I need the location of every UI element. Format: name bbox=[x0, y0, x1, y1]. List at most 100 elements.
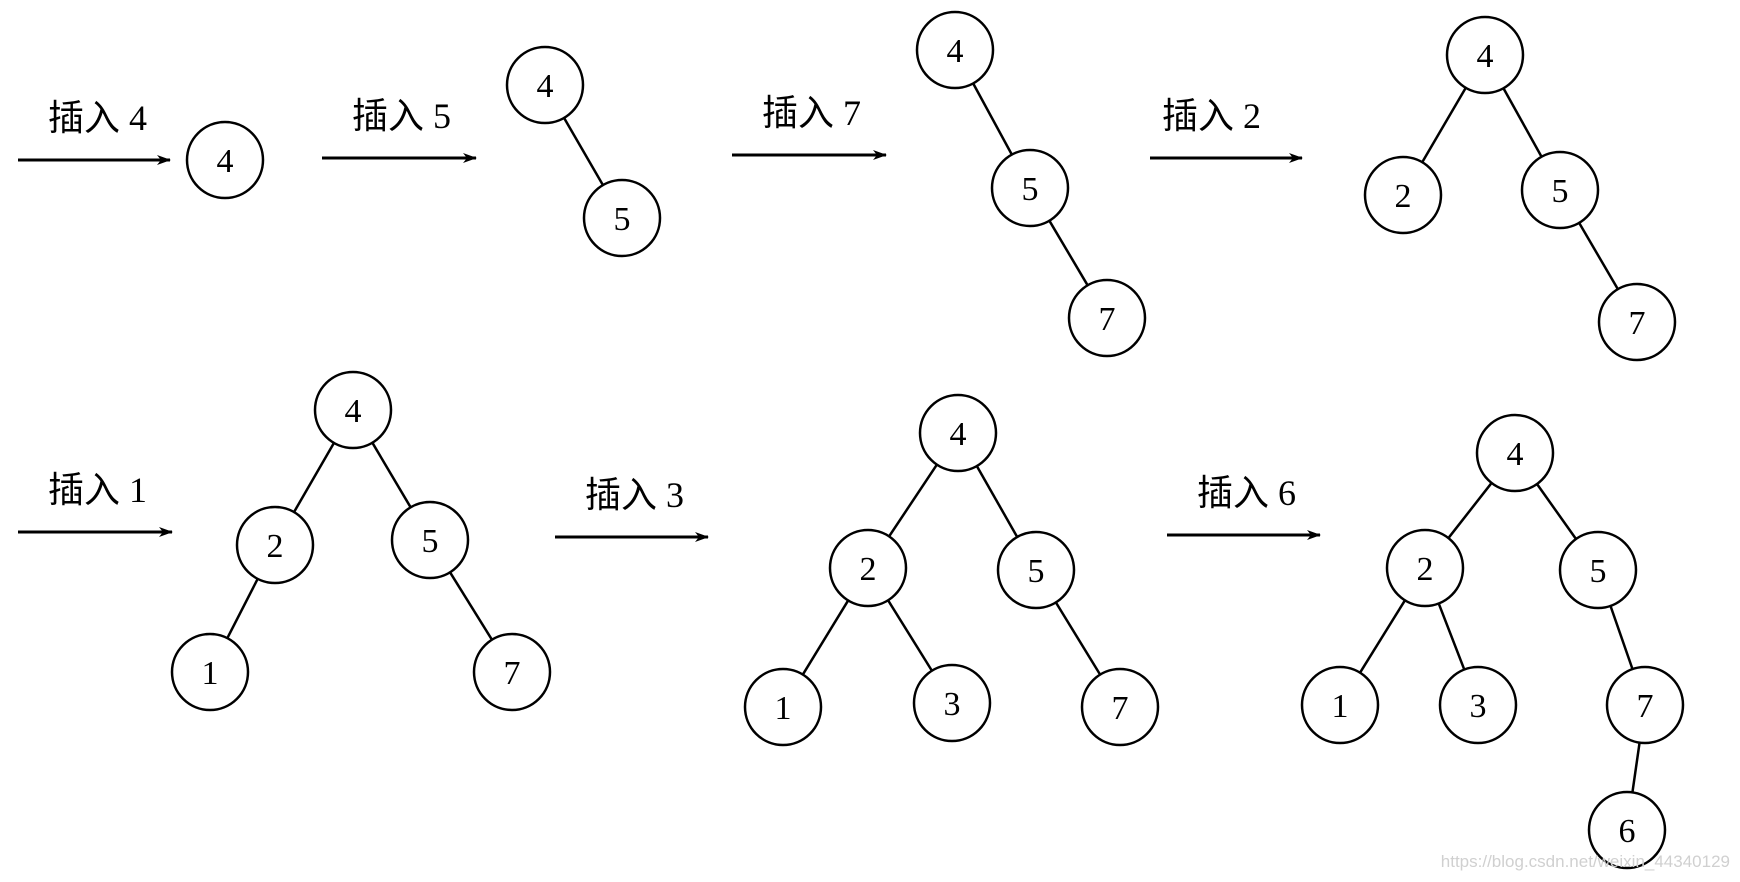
tree-node: 5 bbox=[390, 500, 470, 580]
tree-node: 7 bbox=[1597, 282, 1677, 362]
tree-node: 7 bbox=[1067, 278, 1147, 358]
node-value: 4 bbox=[345, 393, 362, 430]
tree-edge bbox=[1048, 220, 1089, 286]
step-label: 插入 5 bbox=[352, 96, 451, 136]
tree-node: 4 bbox=[918, 393, 998, 473]
tree-edge bbox=[1578, 222, 1619, 290]
tree-node: 7 bbox=[1605, 665, 1685, 745]
tree-node: 4 bbox=[915, 10, 995, 90]
tree-node: 2 bbox=[1385, 528, 1465, 608]
tree-edge bbox=[1447, 482, 1493, 539]
step-label: 插入 7 bbox=[762, 93, 861, 133]
node-circle bbox=[1363, 155, 1443, 235]
tree-node: 6 bbox=[1587, 790, 1667, 870]
node-value: 4 bbox=[1477, 38, 1494, 75]
tree-node: 7 bbox=[472, 632, 552, 712]
node-value: 4 bbox=[947, 33, 964, 70]
node-circle bbox=[1385, 528, 1465, 608]
node-value: 7 bbox=[504, 655, 521, 692]
node-circle bbox=[582, 178, 662, 258]
tree-edge bbox=[1054, 601, 1102, 676]
node-circle bbox=[743, 667, 823, 747]
step-7: 插入 6 4 2 5 1 3 7 6 bbox=[1167, 413, 1685, 870]
node-value: 4 bbox=[217, 143, 234, 180]
tree-node: 1 bbox=[1300, 665, 1380, 745]
node-circle bbox=[1587, 790, 1667, 870]
node-value: 7 bbox=[1629, 305, 1646, 342]
tree-node: 5 bbox=[1558, 530, 1638, 610]
node-value: 4 bbox=[1507, 436, 1524, 473]
step-label: 插入 6 bbox=[1197, 473, 1296, 513]
step-3: 插入 7 4 5 7 bbox=[732, 10, 1147, 358]
node-value: 3 bbox=[944, 686, 961, 723]
tree-edge bbox=[292, 442, 336, 513]
tree-edge bbox=[1535, 483, 1578, 540]
step-2: 插入 5 4 5 bbox=[322, 45, 662, 258]
tree-edge bbox=[887, 599, 933, 672]
node-circle bbox=[170, 632, 250, 712]
node-value: 5 bbox=[614, 201, 631, 238]
node-circle bbox=[990, 148, 1070, 228]
node-value: 3 bbox=[1470, 688, 1487, 725]
node-value: 6 bbox=[1619, 813, 1636, 850]
tree-node: 7 bbox=[1080, 667, 1160, 747]
tree-node: 2 bbox=[235, 505, 315, 585]
tree-node: 1 bbox=[170, 632, 250, 712]
tree-edge bbox=[226, 578, 259, 639]
node-circle bbox=[185, 120, 265, 200]
tree-edge bbox=[888, 463, 938, 538]
tree-edge bbox=[562, 117, 605, 186]
step-1: 插入 44 bbox=[18, 98, 265, 200]
tree-edge bbox=[1421, 87, 1467, 163]
tree-node: 1 bbox=[743, 667, 823, 747]
node-circle bbox=[1438, 665, 1518, 745]
step-label: 插入 2 bbox=[1162, 96, 1261, 136]
tree-node: 4 bbox=[185, 120, 265, 200]
node-value: 2 bbox=[860, 551, 877, 588]
node-value: 5 bbox=[1022, 171, 1039, 208]
node-circle bbox=[1520, 150, 1600, 230]
node-value: 5 bbox=[1590, 553, 1607, 590]
node-value: 4 bbox=[537, 68, 554, 105]
node-value: 5 bbox=[1028, 553, 1045, 590]
tree-node: 4 bbox=[313, 370, 393, 450]
node-value: 1 bbox=[202, 655, 219, 692]
node-circle bbox=[912, 663, 992, 743]
node-circle bbox=[313, 370, 393, 450]
node-circle bbox=[1558, 530, 1638, 610]
tree-node: 4 bbox=[1475, 413, 1555, 493]
node-value: 1 bbox=[1332, 688, 1349, 725]
node-circle bbox=[828, 528, 908, 608]
node-value: 2 bbox=[267, 528, 284, 565]
tree-node: 4 bbox=[1445, 15, 1525, 95]
tree-edge bbox=[1609, 605, 1634, 670]
tree-edge bbox=[972, 82, 1013, 156]
node-circle bbox=[1445, 15, 1525, 95]
node-circle bbox=[1300, 665, 1380, 745]
node-circle bbox=[472, 632, 552, 712]
node-circle bbox=[915, 10, 995, 90]
tree-node: 5 bbox=[990, 148, 1070, 228]
tree-edge bbox=[1631, 742, 1641, 793]
tree-node: 5 bbox=[1520, 150, 1600, 230]
node-value: 5 bbox=[422, 523, 439, 560]
tree-edge bbox=[1437, 602, 1466, 671]
tree-edge bbox=[371, 442, 412, 508]
watermark-text: https://blog.csdn.net/weixin_44340129 bbox=[1440, 852, 1730, 871]
node-value: 7 bbox=[1637, 688, 1654, 725]
tree-edge bbox=[448, 571, 494, 641]
node-value: 2 bbox=[1417, 551, 1434, 588]
node-circle bbox=[505, 45, 585, 125]
node-value: 7 bbox=[1112, 690, 1129, 727]
tree-node: 5 bbox=[996, 530, 1076, 610]
node-circle bbox=[1605, 665, 1685, 745]
node-value: 7 bbox=[1099, 301, 1116, 338]
tree-edge bbox=[801, 599, 850, 676]
node-circle bbox=[1475, 413, 1555, 493]
tree-edge bbox=[1358, 599, 1407, 674]
node-value: 4 bbox=[950, 416, 967, 453]
